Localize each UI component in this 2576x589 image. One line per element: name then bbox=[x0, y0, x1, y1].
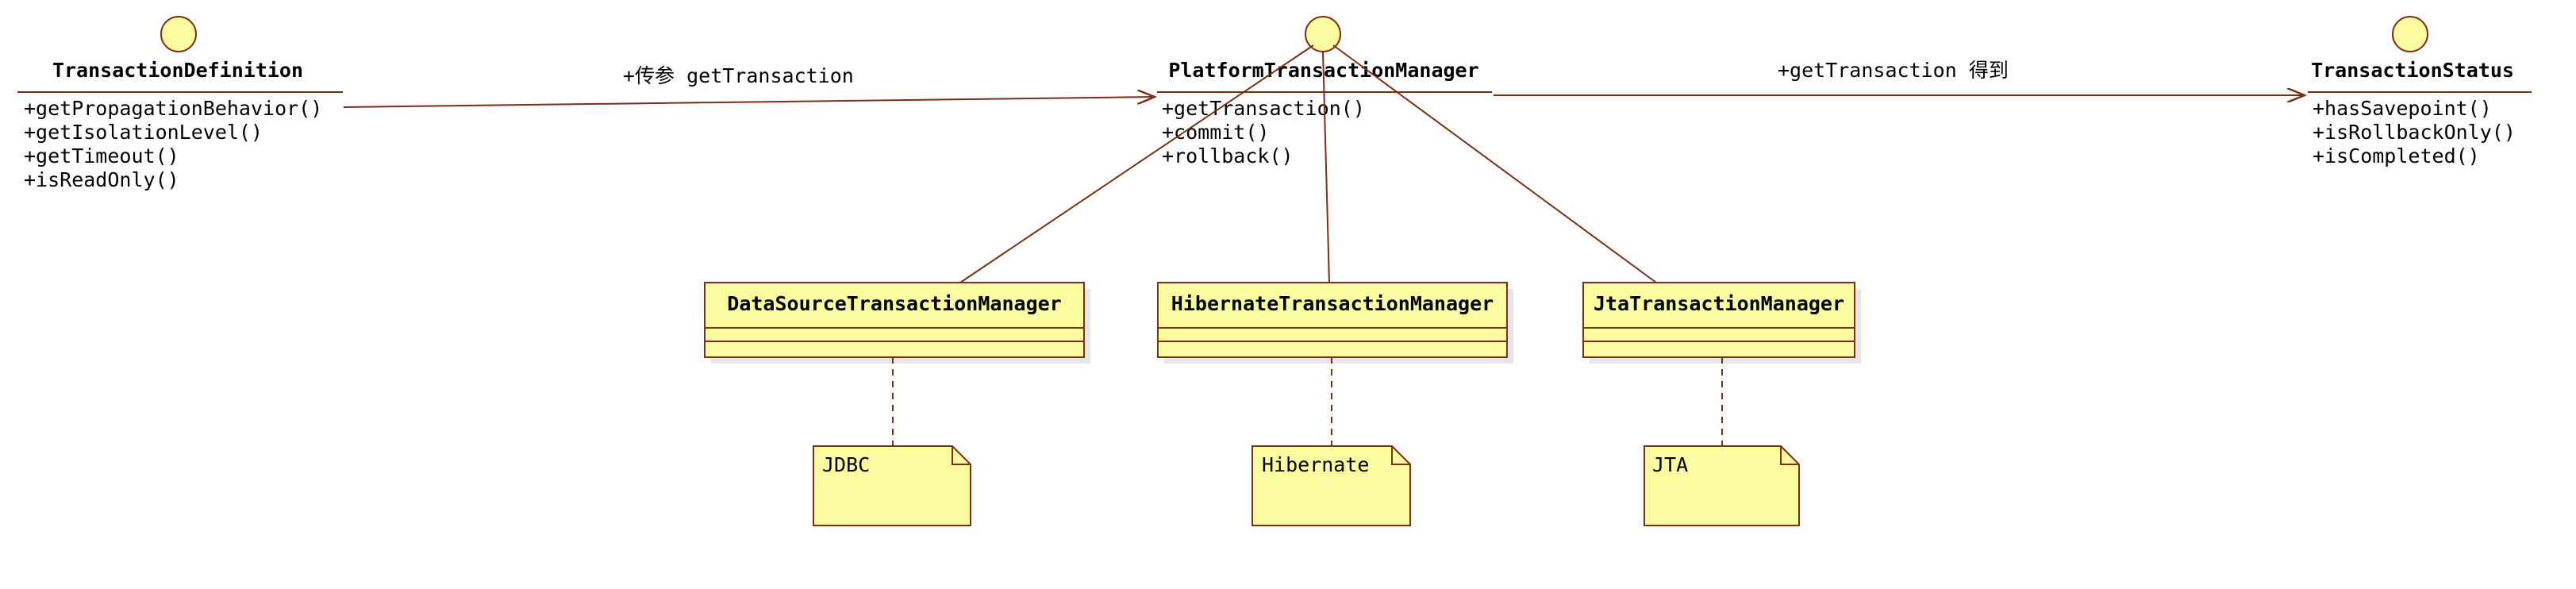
class-name: DataSourceTransactionManager bbox=[727, 292, 1061, 315]
method-label: +isReadOnly() bbox=[24, 168, 179, 191]
class-name: JtaTransactionManager bbox=[1594, 292, 1844, 315]
interface-lollipop-icon bbox=[2392, 16, 2428, 52]
note-shape bbox=[813, 445, 971, 526]
method-label: +getTransaction() bbox=[1162, 97, 1365, 120]
note-text: Hibernate bbox=[1262, 453, 1369, 476]
note-shape bbox=[1251, 445, 1411, 526]
realization-line-datasource bbox=[959, 44, 1314, 283]
method-label: +getTimeout() bbox=[24, 144, 179, 167]
realization-line-jta bbox=[1332, 44, 1657, 283]
note-fold bbox=[1391, 446, 1410, 465]
interface-name: TransactionStatus bbox=[2311, 59, 2514, 82]
interface-transaction-status: TransactionStatus +hasSavepoint() +isRol… bbox=[2308, 16, 2532, 167]
method-label: +getPropagationBehavior() bbox=[24, 97, 322, 120]
interface-name: TransactionDefinition bbox=[52, 59, 303, 82]
class-box bbox=[704, 282, 1085, 358]
note-text: JDBC bbox=[822, 453, 870, 476]
note-jdbc: JDBC bbox=[813, 445, 971, 526]
realization-line-hibernate bbox=[1322, 51, 1330, 283]
association-label: +getTransaction 得到 bbox=[1778, 59, 2009, 82]
method-label: +isRollbackOnly() bbox=[2313, 121, 2516, 144]
interface-lollipop-icon bbox=[160, 16, 197, 52]
association-definition-to-manager: +传参 getTransaction bbox=[343, 64, 1155, 108]
class-box bbox=[1582, 282, 1855, 358]
method-label: +commit() bbox=[1162, 121, 1269, 144]
association-label: +传参 getTransaction bbox=[623, 64, 854, 87]
method-label: +getIsolationLevel() bbox=[24, 121, 263, 144]
note-text: JTA bbox=[1652, 453, 1688, 476]
method-label: +hasSavepoint() bbox=[2313, 97, 2492, 120]
method-label: +rollback() bbox=[1162, 144, 1294, 167]
class-name: HibernateTransactionManager bbox=[1171, 292, 1494, 315]
method-label: +isCompleted() bbox=[2313, 144, 2480, 167]
association-manager-to-status: +getTransaction 得到 bbox=[1494, 59, 2305, 95]
class-jta-transaction-manager: JtaTransactionManager bbox=[1582, 282, 1861, 364]
association-arrow bbox=[343, 97, 1155, 108]
interface-transaction-definition: TransactionDefinition +getPropagationBeh… bbox=[17, 16, 343, 191]
note-shape bbox=[1644, 445, 1800, 526]
note-jta: JTA bbox=[1644, 445, 1800, 526]
note-fold bbox=[952, 446, 971, 465]
note-hibernate: Hibernate bbox=[1251, 445, 1411, 526]
class-datasource-transaction-manager: DataSourceTransactionManager bbox=[704, 282, 1090, 364]
note-fold bbox=[1780, 446, 1799, 465]
class-hibernate-transaction-manager: HibernateTransactionManager bbox=[1157, 282, 1513, 364]
